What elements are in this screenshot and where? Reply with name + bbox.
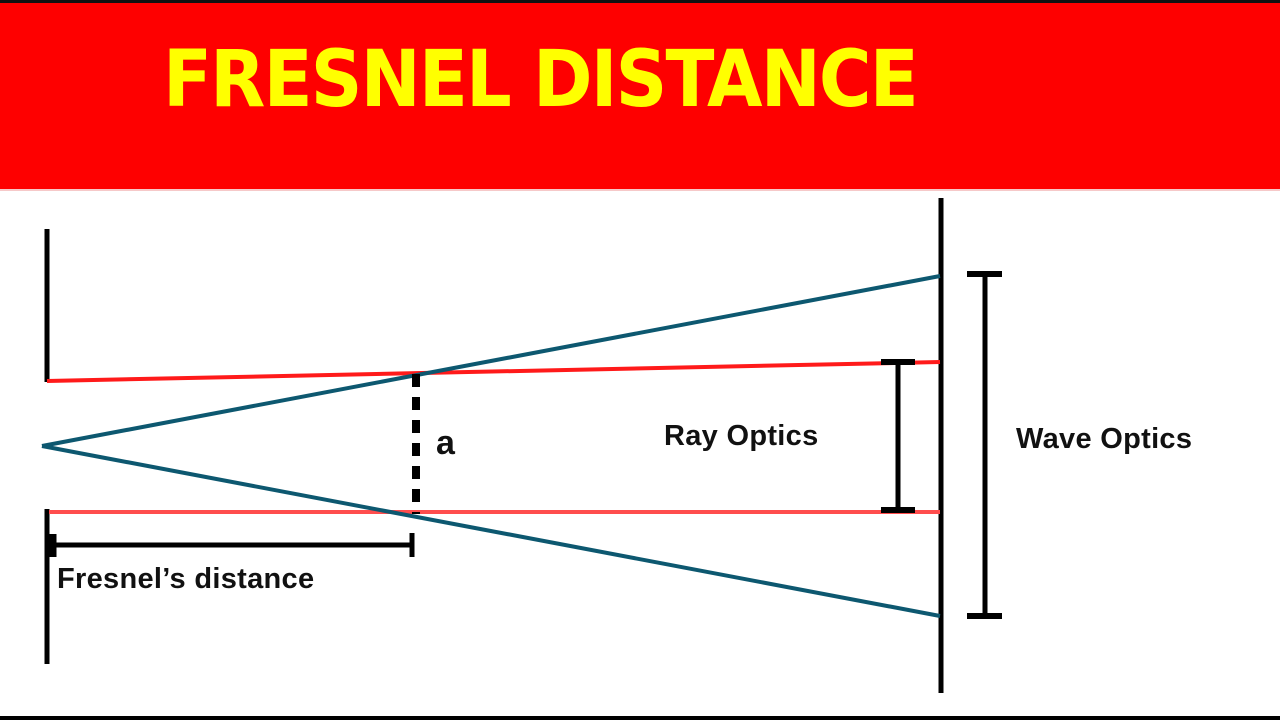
top-border bbox=[0, 0, 1280, 3]
ray-optics-lines bbox=[46, 360, 941, 514]
wave-optics-label: Wave Optics bbox=[1016, 423, 1193, 455]
ray-optics-label: Ray Optics bbox=[664, 420, 819, 452]
fresnel-distance-label: Fresnel’s distance bbox=[57, 563, 315, 595]
ray-optics-bracket bbox=[881, 359, 915, 513]
banner-divider bbox=[0, 189, 1280, 191]
aperture-width-label: a bbox=[436, 424, 455, 462]
page-title: FRESNEL DISTANCE bbox=[163, 35, 919, 125]
bottom-border bbox=[0, 716, 1280, 720]
title-banner: FRESNEL DISTANCE bbox=[0, 3, 1280, 189]
diffraction-lines bbox=[41, 274, 941, 618]
wave-optics-bracket bbox=[967, 271, 1002, 619]
fresnel-distance-bracket bbox=[49, 533, 415, 557]
